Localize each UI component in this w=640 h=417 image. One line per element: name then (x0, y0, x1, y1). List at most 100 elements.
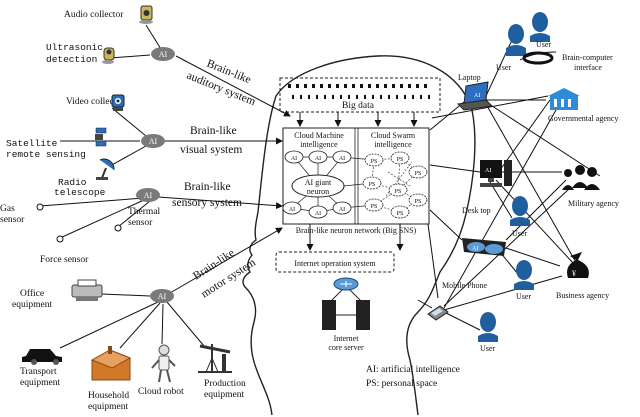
ai-hub-visual: AI (141, 134, 165, 148)
radio-telescope-label: Radio (58, 177, 87, 188)
ps-node: PS (364, 153, 384, 167)
mobile-phone-label: Mobile Phone (442, 281, 488, 290)
office-equipment-label-2: equipment (12, 300, 52, 310)
desktop-label: Desk top (462, 206, 491, 215)
radio-telescope-icon (96, 158, 115, 180)
audio-collector-label: Audio collector (64, 10, 124, 20)
legend-ai: AI: artificial intelligence (366, 364, 460, 375)
printer-icon (71, 279, 103, 301)
svg-text:AI: AI (474, 93, 480, 99)
household-label-2: equipment (88, 402, 128, 412)
gas-sensor-label: Gas (0, 204, 15, 214)
ai-node: AI (308, 150, 328, 164)
ps-node-group: PS PS PS PS PS PS PS PS (362, 151, 428, 219)
gas-sensor-label-2: sensor (0, 215, 25, 225)
business-agency-label: Business agency (556, 291, 609, 300)
big-data-arrows (296, 112, 418, 127)
user-icon (514, 260, 534, 290)
ps-node: PS (388, 183, 408, 197)
svg-text:PS: PS (415, 199, 422, 205)
brain-network-box: Cloud Machine intelligence Cloud Swarm i… (282, 127, 430, 225)
ai-giant-neuron: AI giant neuron (291, 174, 345, 198)
user-label: User (512, 229, 527, 238)
ai-node: AI (282, 201, 302, 215)
production-label-2: equipment (204, 390, 244, 400)
ps-node: PS (390, 151, 410, 165)
speaker-icon (139, 5, 153, 24)
svg-text:PS: PS (395, 189, 402, 195)
svg-text:¥: ¥ (572, 269, 576, 278)
ai-node: AI (308, 205, 328, 219)
visual-system-label-2: visual system (180, 144, 242, 156)
satellite-label: Satellite (6, 138, 58, 149)
house-icon (90, 346, 132, 381)
cloud-swarm-label: Cloud Swarm (371, 131, 416, 140)
visual-group: Video collector Satellite remote sensing… (6, 94, 283, 198)
internet-os-label: Internet operation system (294, 259, 376, 268)
user-icon (478, 312, 498, 342)
military-agency-label: Military agency (568, 199, 619, 208)
cloud-swarm-label-2: intelligence (374, 140, 412, 149)
cloud-robot-label: Cloud robot (138, 387, 184, 397)
svg-text:AI: AI (289, 207, 295, 213)
legend-ps: PS: personal space (366, 379, 437, 389)
ai-hub-sensory: AI (136, 188, 160, 202)
ai-node: AI (332, 150, 352, 164)
building-icon (548, 88, 580, 110)
svg-text:PS: PS (415, 171, 422, 177)
soldiers-icon (562, 165, 600, 190)
big-data-label: Big data (342, 101, 375, 111)
bci-label-2: interface (574, 63, 602, 72)
ps-node: PS (362, 176, 382, 190)
brain-computer-interface-icon (522, 51, 554, 65)
radio-telescope-label-2: telescope (54, 187, 106, 198)
transport-label: Transport (20, 367, 57, 377)
ai-hub-auditory: AI (151, 47, 175, 61)
svg-text:AI: AI (472, 246, 478, 252)
server-icon (322, 285, 370, 330)
cloud-machine-label-2: intelligence (300, 140, 338, 149)
satellite-icon (95, 127, 107, 147)
user-label: User (516, 292, 531, 301)
cloud-machine-label: Cloud Machine (294, 131, 344, 140)
svg-text:PS: PS (371, 204, 378, 210)
production-label: Production (204, 379, 246, 389)
bci-label: Brain-computer (562, 53, 613, 62)
mobile-phone-icon (427, 305, 449, 321)
svg-text:AI: AI (144, 191, 153, 200)
transport-label-2: equipment (20, 378, 60, 388)
user-icon (510, 196, 530, 226)
svg-text:AI: AI (339, 156, 345, 162)
visual-system-label: Brain-like (190, 125, 237, 137)
ps-node: PS (408, 193, 428, 207)
svg-text:AI: AI (158, 292, 167, 301)
user-label: User (480, 344, 495, 353)
user-icon (506, 24, 526, 56)
desktop-icon: AI (480, 160, 512, 187)
ps-node: PS (408, 165, 428, 179)
sensory-group: Gas sensor Force sensor Thermal sensor A… (0, 181, 283, 265)
money-bag-icon: ¥ (567, 252, 589, 278)
ultrasonic-label-2: detection (46, 54, 97, 65)
laptop-icon: AI (456, 81, 494, 111)
svg-text:AI: AI (149, 137, 158, 146)
user-label: User (496, 63, 511, 72)
camera-icon (111, 94, 125, 111)
svg-text:neuron: neuron (307, 187, 329, 196)
governmental-agency-label: Governmental agency (548, 114, 618, 123)
svg-text:AI giant: AI giant (305, 178, 332, 187)
svg-text:AI: AI (485, 168, 491, 174)
svg-text:PS: PS (371, 159, 378, 165)
car-icon (22, 349, 62, 365)
household-label: Household (88, 391, 129, 401)
big-data-box: Big data (279, 77, 441, 113)
ps-node: PS (364, 198, 384, 212)
thermal-sensor-label-2: sensor (128, 218, 153, 228)
svg-text:AI: AI (315, 211, 321, 217)
core-server-label-2: core server (328, 343, 364, 352)
head-outline (242, 55, 476, 416)
user-icon (530, 12, 550, 42)
sensory-system-label: Brain-like (184, 181, 231, 193)
